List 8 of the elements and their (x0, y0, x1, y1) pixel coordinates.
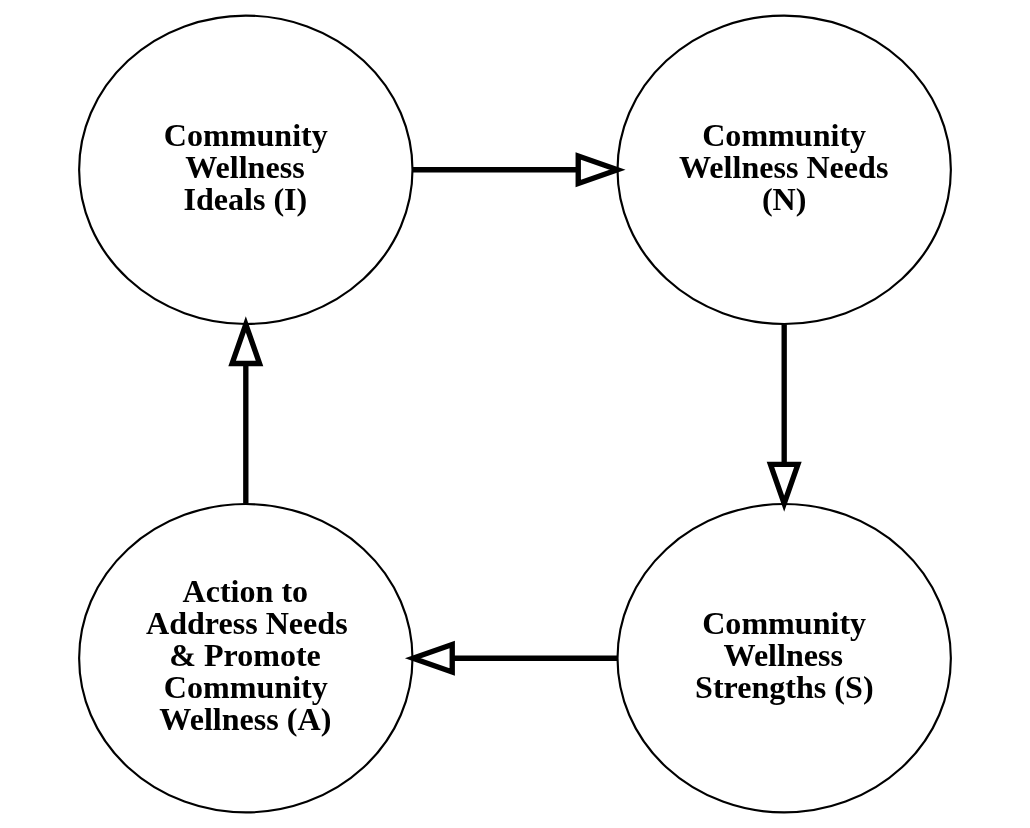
node-circle: Community Wellness Ideals (I) (78, 14, 414, 326)
arrow (404, 640, 618, 676)
arrow (228, 316, 264, 504)
arrow (766, 324, 802, 512)
node-circle: Community Wellness Strengths (S) (616, 502, 952, 814)
arrow (413, 152, 626, 188)
node-circle: Community Wellness Needs (N) (616, 14, 952, 326)
node-circle: Action to Address Needs & Promote Community Wellness (A) (78, 502, 414, 814)
